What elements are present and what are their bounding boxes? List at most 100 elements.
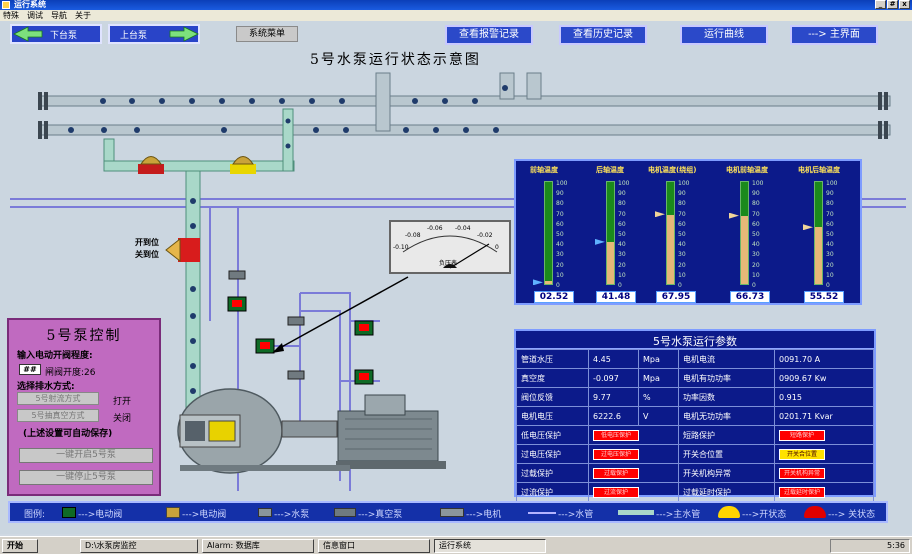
- prev-pump-label: 下台泵: [50, 31, 78, 41]
- temp-bar-fill: [667, 214, 674, 284]
- temp-tick: 80: [618, 200, 626, 208]
- system-menu-button[interactable]: 系统菜单: [236, 26, 298, 42]
- open-degree-input[interactable]: ##: [19, 364, 41, 375]
- temp-pointer-icon: [655, 211, 665, 218]
- main-pipe-icon: [618, 510, 654, 515]
- protection-status-badge: 过载保护: [593, 467, 639, 479]
- prev-pump-button[interactable]: 下台泵: [10, 24, 102, 44]
- taskbar-item[interactable]: 信息窗口: [318, 539, 430, 553]
- menubar: 特殊 调试 导航 关于: [0, 10, 912, 21]
- temp-value: 02.52: [534, 291, 574, 303]
- valve-icon: [138, 156, 256, 174]
- protection-row: 低电压保护低电压保护短路保护短路保护: [516, 425, 874, 445]
- protection-status-badge: 过电压保护: [593, 448, 639, 460]
- temp-value: 66.73: [730, 291, 770, 303]
- protection-status-badge: 低电压保护: [593, 429, 639, 441]
- temp-tick: 100: [556, 180, 568, 187]
- gauge-tick: -0.02: [477, 232, 493, 239]
- temp-bar: [740, 181, 749, 285]
- temp-bar-fill: [607, 241, 614, 284]
- home-button[interactable]: ---> 主界面: [790, 25, 878, 45]
- history-records-button[interactable]: 查看历史记录: [559, 25, 647, 45]
- temp-tick: 80: [752, 200, 760, 208]
- param-value: 0091.70 A: [774, 349, 874, 369]
- temp-tick: 30: [752, 251, 760, 259]
- legend-item: --->电动阀: [78, 510, 123, 520]
- close-button[interactable]: x: [899, 0, 910, 9]
- param-label: 电机有功功率: [678, 368, 775, 388]
- gauge-label: 负压表: [439, 260, 458, 267]
- temp-tick: 0: [618, 282, 622, 290]
- open-value-label: 闸阀开度:26: [45, 368, 96, 378]
- start-button[interactable]: 开始: [2, 539, 38, 553]
- temp-tick: 0: [826, 282, 830, 290]
- temp-tick: 100: [826, 180, 838, 187]
- start-pump-button[interactable]: 一键开启5号泵: [19, 448, 153, 463]
- temp-pointer-icon: [533, 279, 543, 286]
- temp-pointer-icon: [803, 224, 813, 231]
- taskbar-item[interactable]: D:\水泵房监控: [80, 539, 198, 553]
- temp-tick: 100: [752, 180, 764, 187]
- protection-label: 过载保护: [516, 463, 589, 483]
- param-label: 电机无功功率: [678, 406, 775, 426]
- param-unit: Mpa: [638, 349, 679, 369]
- protection-label: 过电压保护: [516, 444, 589, 464]
- taskbar-item[interactable]: Alarm: 数据库: [202, 539, 314, 553]
- next-pump-button[interactable]: 上台泵: [108, 24, 200, 44]
- gauge-tick: -0.08: [405, 232, 421, 239]
- param-label: 真空度: [516, 368, 589, 388]
- temp-tick: 0: [556, 282, 560, 290]
- menu-navigate[interactable]: 导航: [51, 11, 67, 20]
- legend-item: --->水泵: [274, 510, 310, 520]
- gauge-tick: -0.10: [393, 244, 409, 251]
- alarm-records-button[interactable]: 查看报警记录: [445, 25, 533, 45]
- temp-tick: 60: [752, 220, 760, 228]
- vacuum-mode-button[interactable]: 5号抽真空方式: [17, 409, 99, 422]
- menu-debug[interactable]: 调试: [27, 11, 43, 20]
- valve-open-label: 开到位: [135, 238, 159, 247]
- window-title: 运行系统: [14, 0, 46, 9]
- temp-tick: 10: [826, 271, 834, 279]
- minimize-button[interactable]: _: [875, 0, 886, 9]
- temp-tick: 70: [678, 210, 686, 218]
- jet-mode-button[interactable]: 5号射流方式: [17, 392, 99, 405]
- electric-valve-alt-icon: [166, 507, 180, 518]
- legend-item: ---> 关状态: [828, 510, 876, 520]
- temp-label: 电机前轴温度: [726, 166, 768, 174]
- param-unit: %: [638, 387, 679, 407]
- restore-button[interactable]: #: [887, 0, 898, 9]
- temp-tick: 40: [556, 241, 564, 249]
- main-area: 下台泵 上台泵 系统菜单 查看报警记录 查看历史记录 运行曲线 ---> 主界面…: [0, 21, 912, 534]
- vacuum-status: 关闭: [113, 414, 132, 424]
- param-unit: V: [638, 406, 679, 426]
- param-label: 功率因数: [678, 387, 775, 407]
- pump-icon: [258, 508, 272, 517]
- stop-pump-button[interactable]: 一键停止5号泵: [19, 470, 153, 485]
- menu-special[interactable]: 特殊: [3, 11, 19, 20]
- water-pipe-icon: [528, 512, 556, 514]
- temp-tick: 90: [618, 190, 626, 198]
- temp-tick: 0: [678, 282, 682, 290]
- legend-item: --->水管: [558, 510, 594, 520]
- temp-label: 后轴温度: [596, 166, 624, 174]
- menu-about[interactable]: 关于: [75, 11, 91, 20]
- protection-label: 过载延时保护: [678, 482, 775, 502]
- temp-tick: 70: [752, 210, 760, 218]
- temp-tick: 90: [556, 190, 564, 198]
- run-curve-button[interactable]: 运行曲线: [680, 25, 768, 45]
- temp-bar-fill: [741, 215, 748, 284]
- taskbar-item-active[interactable]: 运行系统: [434, 539, 546, 553]
- temp-label: 前轴温度: [530, 166, 558, 174]
- param-value: 0201.71 Kvar: [774, 406, 874, 426]
